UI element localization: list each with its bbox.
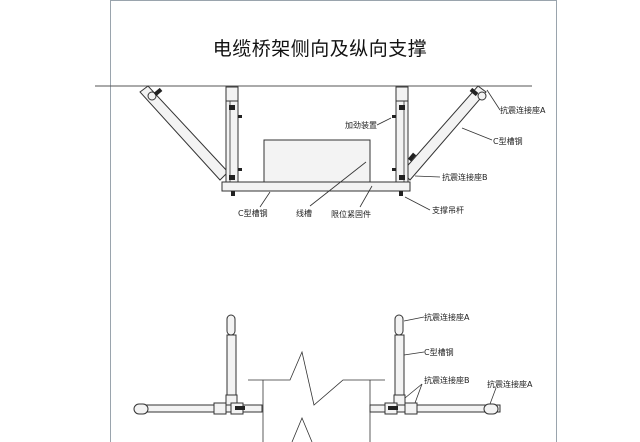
right-vertical-hanger [392,86,409,189]
cable-tray [263,139,371,185]
left-diagonal-brace [139,85,229,181]
longitudinal-brace-view: 抗震连接座A C型槽钢 抗震连接座B 抗震连接座A [133,312,533,442]
label-cable-tray: 线槽 [296,208,312,218]
label-bottom-seismic-base-a-right: 抗震连接座A [487,379,533,389]
leader-lines [259,89,501,211]
left-brace-assembly [133,314,263,415]
label-seismic-base-a: 抗震连接座A [500,105,546,115]
label-bottom-seismic-base-a: 抗震连接座A [424,312,470,322]
drawing-frame [110,0,557,442]
diagram-title: 电缆桥架侧向及纵向支撑 [212,38,428,60]
label-hanger-rod: 支撑吊杆 [432,205,464,215]
label-bottom-seismic-base-b: 抗震连接座B [424,375,470,385]
bottom-leader-lines [403,316,497,405]
label-bottom-c-channel: C型槽钢 [424,347,454,357]
label-c-channel-bottom: C型槽钢 [238,208,268,218]
label-stiffener: 加劲装置 [345,120,377,130]
label-c-channel-right: C型槽钢 [493,136,523,146]
label-limit-fastener: 限位紧固件 [331,209,371,219]
wall-break [248,350,385,442]
label-seismic-base-b: 抗震连接座B [442,172,488,182]
right-diagonal-brace [401,85,487,181]
left-vertical-hanger [225,86,242,189]
lateral-brace-view: 加劲装置 C型槽钢 抗震连接座A 抗震连接座B C型槽钢 线槽 限位紧固件 支撑… [95,85,546,219]
bottom-c-channel [221,181,411,192]
right-brace-assembly [369,314,501,415]
